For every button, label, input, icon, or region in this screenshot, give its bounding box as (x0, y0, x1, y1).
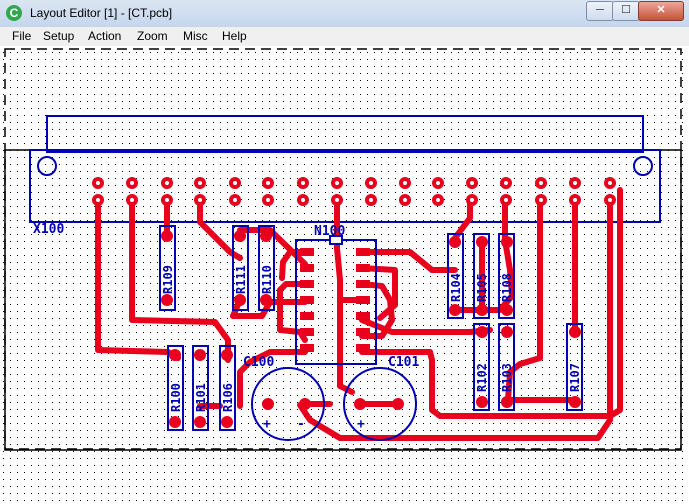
polarity-plus: + (263, 417, 271, 432)
window-title: Layout Editor [1] - [CT.pcb] (30, 6, 173, 20)
resistor-label: R104 (449, 273, 463, 302)
menu-bar: File Setup Action Zoom Misc Help (0, 27, 689, 47)
resistor-label: R100 (169, 383, 183, 412)
resistor-label: R106 (221, 383, 235, 412)
connector-label: X100 (33, 222, 64, 237)
menu-file[interactable]: File (12, 29, 32, 43)
ic-label: N100 (314, 224, 345, 239)
connector-x100[interactable] (29, 115, 661, 223)
menu-action[interactable]: Action (88, 29, 122, 43)
close-button[interactable]: ✕ (638, 1, 684, 21)
resistor-label: R103 (500, 363, 514, 392)
resistor-label: R105 (475, 273, 489, 302)
menu-misc[interactable]: Misc (183, 29, 208, 43)
ic-n100[interactable] (295, 235, 377, 365)
connector-pad-holes (96, 181, 612, 202)
menu-setup[interactable]: Setup (43, 29, 75, 43)
resistor-label: R111 (234, 265, 248, 294)
minimize-button[interactable]: ─ (586, 1, 614, 21)
resistor-pads (161, 230, 581, 428)
capacitor-c100[interactable] (251, 367, 325, 441)
resistor-bodies[interactable] (159, 225, 583, 431)
resistor-label: R102 (475, 363, 489, 392)
pcb-canvas[interactable]: X100 (0, 46, 689, 504)
menu-zoom[interactable]: Zoom (137, 29, 168, 43)
maximize-button[interactable]: ☐ (612, 1, 640, 21)
menu-help[interactable]: Help (222, 29, 247, 43)
resistor-label: R101 (194, 383, 208, 412)
capacitor-label: C100 (243, 355, 274, 370)
resistor-label: R108 (500, 273, 514, 302)
title-bar: C Layout Editor [1] - [CT.pcb] ─ ☐ ✕ (0, 0, 689, 28)
capacitor-label: C101 (388, 355, 419, 370)
polarity-minus: - (297, 417, 305, 432)
resistor-label: R109 (161, 265, 175, 294)
resistor-label: R110 (260, 265, 274, 294)
copper-traces (95, 187, 623, 441)
app-icon: C (6, 5, 22, 21)
resistor-label: R107 (568, 363, 582, 392)
capacitor-c101[interactable] (343, 367, 417, 441)
polarity-plus: + (357, 417, 365, 432)
